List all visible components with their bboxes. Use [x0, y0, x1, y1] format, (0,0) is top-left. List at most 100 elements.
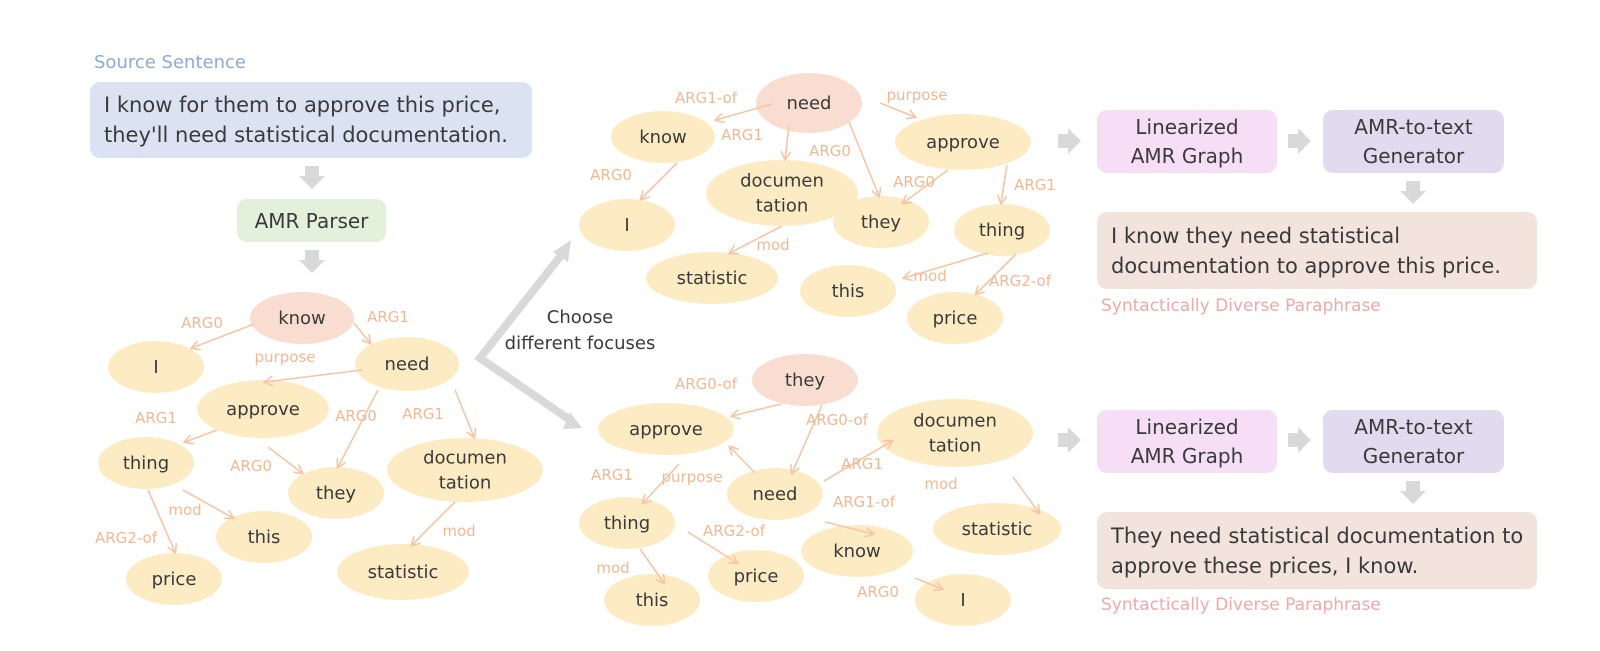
amr-edge: ARG1: [353, 308, 409, 343]
amr-edge: ARG0: [893, 169, 949, 203]
amr-node-statistic: statistic: [646, 252, 778, 304]
amr-edge: mod: [168, 489, 233, 519]
choose-focus-line2: different focuses: [504, 333, 656, 354]
amr-node-label: know: [278, 308, 326, 329]
amr-node-know: know: [801, 525, 913, 577]
amr-node-label: statistic: [368, 562, 439, 583]
amr-edge-label: ARG0-of: [675, 375, 738, 393]
amr-node-I: I: [108, 341, 204, 393]
amr-node-label: this: [636, 590, 669, 611]
amr-edge: ARG1: [823, 441, 892, 482]
amr-edge-label: ARG0: [230, 457, 272, 475]
amr-node-need: need: [355, 337, 459, 391]
choose-focus-label: Choose different focuses: [500, 305, 660, 357]
linearized-line1: Linearized: [1135, 114, 1239, 139]
amr-node-label: statistic: [677, 268, 748, 289]
amr-node-label: price: [933, 308, 978, 329]
amr-node-label: statistic: [962, 519, 1033, 540]
amr-edge: ARG1-of: [824, 493, 896, 534]
amr-node-label: approve: [226, 399, 300, 420]
amr-node-this: this: [604, 574, 700, 626]
linearized-amr-graph-box-1: Linearized AMR Graph: [1097, 110, 1277, 173]
amr-edge: purpose: [255, 348, 363, 382]
amr-node-documentation: documentation: [877, 399, 1033, 467]
amr-node-know: know: [611, 111, 715, 163]
amr-edge-label: ARG1: [1014, 176, 1056, 194]
amr-node-label: know: [833, 541, 881, 562]
amr-edge: ARG0: [230, 446, 302, 475]
amr-edge: mod: [730, 225, 790, 254]
amr-node-label: I: [153, 357, 158, 378]
amr-edge: ARG1: [135, 409, 218, 442]
amr-node-label: need: [385, 354, 430, 375]
linearized-amr-graph-box-2: Linearized AMR Graph: [1097, 410, 1277, 473]
amr-edge: ARG0-of: [675, 375, 782, 416]
amr-node-label: tation: [439, 473, 492, 494]
amr-node-statistic: statistic: [337, 544, 469, 600]
amr-edge-label: ARG0: [181, 314, 223, 332]
amr-edge-label: ARG1: [591, 466, 633, 484]
amr-edge-label: ARG0: [809, 142, 851, 160]
amr-edge-label: purpose: [255, 348, 316, 366]
amr-parser-label: AMR Parser: [254, 208, 369, 233]
down-arrow-icon: [299, 166, 325, 189]
amr-edge: mod: [596, 548, 664, 583]
amr-node-label: this: [248, 527, 281, 548]
amr-edge-label: ARG1: [402, 405, 444, 423]
amr-edge-label: ARG0: [893, 173, 935, 191]
amr-node-label: documen: [740, 171, 824, 192]
they-focused-graph: they approve documentation need thing statist…: [579, 354, 1061, 626]
right-arrow-icon: [1058, 128, 1081, 154]
right-arrow-icon: [1288, 128, 1311, 154]
amr-node-documentation: documen tation: [706, 160, 858, 226]
amr-node-label: tation: [756, 196, 809, 217]
amr-node-label: know: [639, 127, 687, 148]
amr-edge-label: mod: [756, 236, 789, 254]
right-arrow-icon: [1058, 427, 1081, 453]
amr-edge-label: ARG1: [367, 308, 409, 326]
amr-node-I: I: [915, 574, 1011, 626]
source-sentence-heading: Source Sentence: [94, 52, 246, 73]
choose-focus-line1: Choose: [546, 307, 614, 328]
amr-edge-label: ARG1-of: [675, 89, 738, 107]
amr-edge-label: ARG1: [721, 126, 763, 144]
amr-node-documentation: documentation: [387, 438, 543, 502]
amr-node-label: they: [861, 212, 902, 233]
amr-node-statistic: statistic: [933, 503, 1061, 555]
amr-edge: ARG2-of: [976, 253, 1052, 294]
amr-node-they: they: [752, 354, 858, 406]
amr-node-label: approve: [926, 132, 1000, 153]
amr-edge: mod: [412, 501, 476, 545]
amr-edge-label: mod: [596, 559, 629, 577]
amr-edge: ARG0: [590, 162, 678, 199]
amr-node-label: thing: [979, 220, 1025, 241]
amr-edge-label: ARG1-of: [833, 493, 896, 511]
paraphrase-line1: I know they need statistical: [1111, 223, 1401, 248]
amr-edge-label: ARG0: [335, 407, 377, 425]
amr-node-approve: approve: [598, 403, 734, 455]
amr-node-they: they: [288, 467, 384, 519]
amr-node-approve: approve: [895, 114, 1031, 170]
amr-node-label: need: [753, 484, 798, 505]
amr-node-label: price: [734, 566, 779, 587]
amr-edge-label: ARG2-of: [703, 522, 766, 540]
amr-edge: ARG0: [809, 121, 879, 196]
source-sentence-line2: they'll need statistical documentation.: [104, 123, 508, 147]
amr-edge: ARG1-of: [675, 89, 773, 120]
amr-edge-label: ARG0-of: [806, 411, 869, 429]
amr-node-approve: approve: [197, 380, 329, 438]
generator-line1: AMR-to-text: [1354, 114, 1473, 139]
amr-node-price: price: [907, 292, 1003, 344]
amr-node-need: need: [756, 73, 862, 133]
amr-edge: ARG0-of: [792, 404, 869, 473]
amr-node-this: this: [800, 265, 896, 317]
down-arrow-icon: [1400, 481, 1426, 504]
amr-node-label: thing: [604, 513, 650, 534]
amr-node-thing: thing: [98, 437, 194, 489]
amr-node-they: they: [833, 196, 929, 248]
amr-node-label: price: [152, 569, 197, 590]
amr-node-label: approve: [629, 419, 703, 440]
